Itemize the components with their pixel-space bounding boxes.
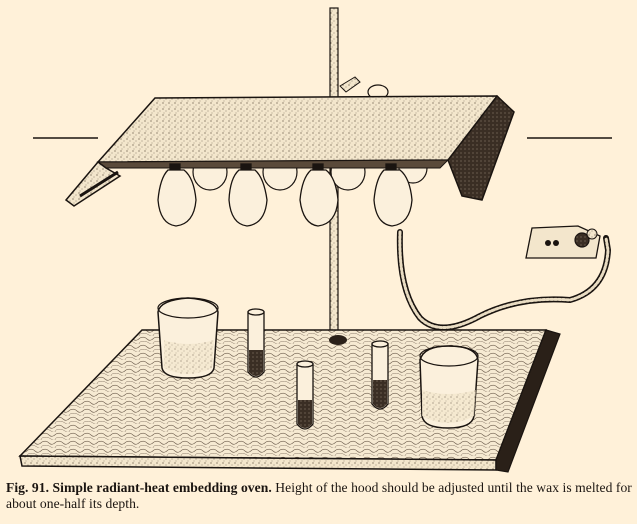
wall-outlet: [525, 225, 601, 259]
beaker-left: [157, 297, 219, 379]
light-bulbs-front: [157, 163, 413, 227]
beaker-right: [419, 345, 479, 429]
hood: [64, 94, 515, 207]
figure-description: Height of the hood should be adjusted un…: [6, 480, 632, 511]
base-board: [18, 329, 561, 473]
figure-number: Fig. 91.: [6, 480, 50, 495]
electric-cord: [396, 229, 612, 331]
figure-caption: Fig. 91. Simple radiant-heat embedding o…: [6, 480, 632, 512]
test-tubes: [247, 308, 389, 430]
illustration: [18, 7, 612, 473]
figure-title: Simple radiant-heat embedding oven.: [52, 480, 272, 495]
